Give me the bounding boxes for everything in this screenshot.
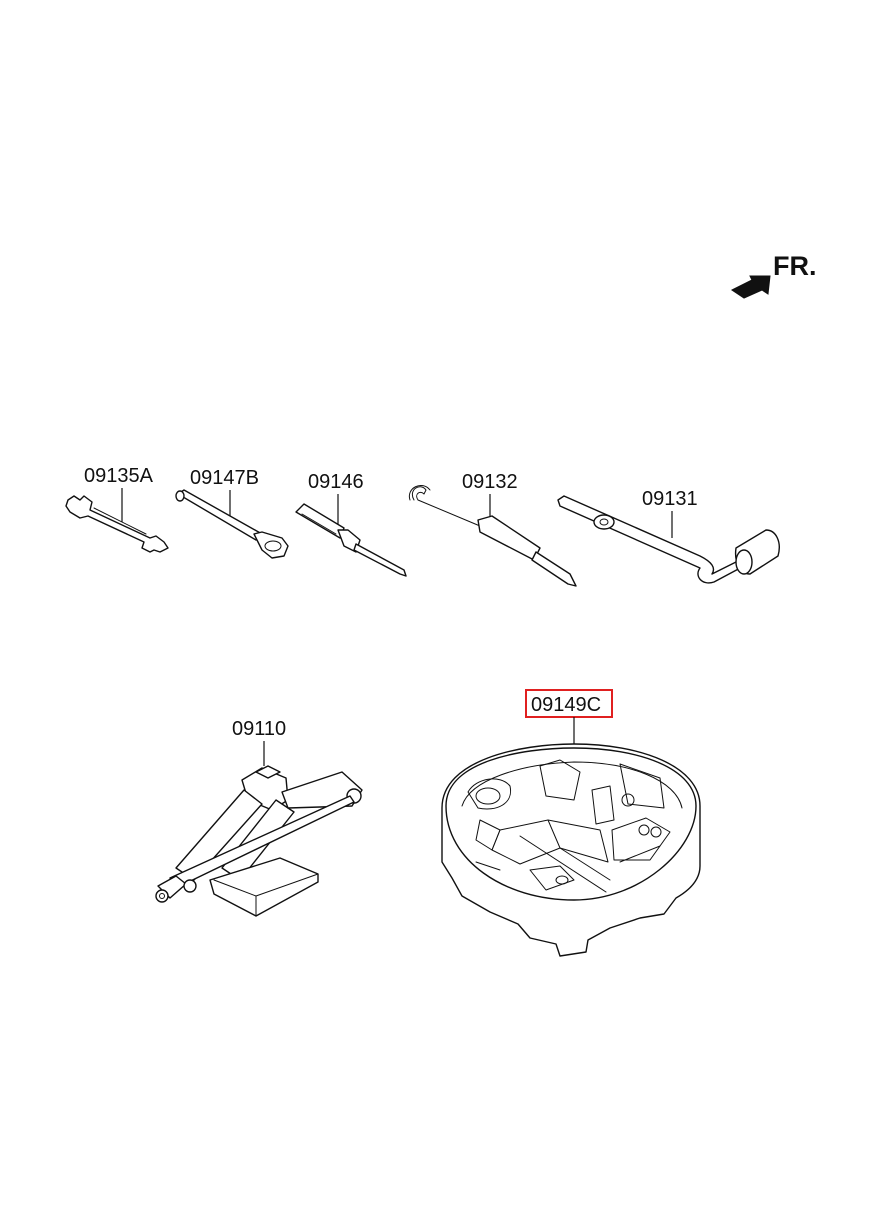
part-number-tool-case: 09149C <box>531 694 601 716</box>
part-lug-wrench[interactable]: 09131 <box>557 488 780 584</box>
part-wrench[interactable]: 09135A <box>65 465 169 553</box>
jack-handle-icon <box>177 489 263 541</box>
part-number-jack: 09110 <box>232 718 286 740</box>
part-number-lug-wrench: 09131 <box>642 488 698 510</box>
part-screwdriver[interactable]: 09146 <box>295 471 407 577</box>
front-label: FR. <box>773 251 817 281</box>
part-jack-handle[interactable]: 09147B <box>175 467 289 559</box>
part-number-wrench: 09135A <box>84 465 154 487</box>
jack-icon <box>155 765 363 917</box>
screwdriver-icon <box>295 503 345 539</box>
part-number-screwdriver: 09146 <box>308 471 364 493</box>
part-number-jack-handle: 09147B <box>190 467 259 489</box>
wrench-icon <box>65 495 169 553</box>
part-number-hook-tool: 09132 <box>462 471 518 493</box>
tool-case-icon <box>441 743 701 957</box>
part-hook-tool[interactable]: 09132 <box>408 471 577 587</box>
part-jack[interactable]: 09110 <box>155 718 363 917</box>
front-arrow-icon <box>731 275 771 299</box>
hook-tool-icon <box>412 486 481 527</box>
highlight-box <box>525 689 613 718</box>
part-tool-case[interactable]: 09149C <box>441 689 701 957</box>
front-direction-indicator: FR. <box>731 251 817 299</box>
